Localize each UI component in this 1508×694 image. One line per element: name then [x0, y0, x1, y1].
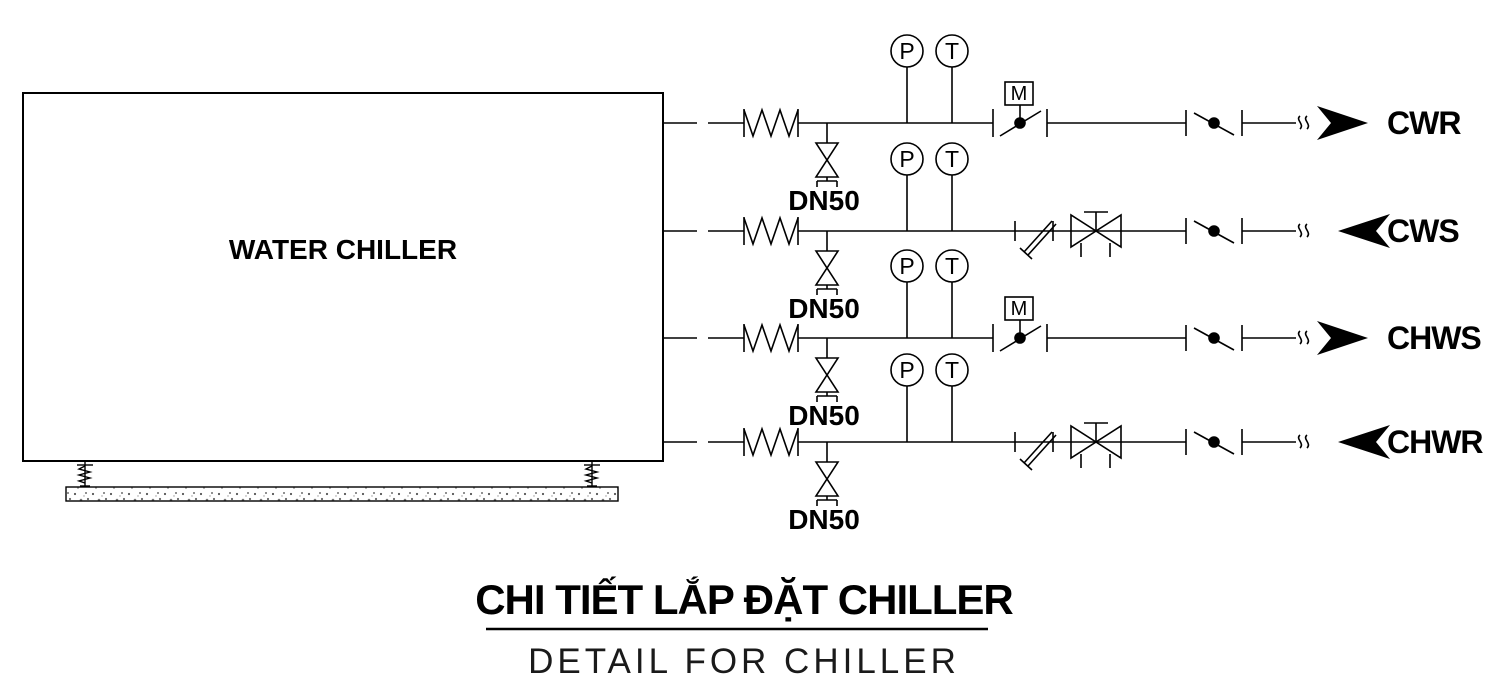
pipe-break-icon — [1297, 223, 1310, 238]
foundation — [65, 461, 619, 502]
pipe-line-chws — [663, 249, 1368, 402]
flow-arrow-icon — [1338, 425, 1390, 459]
motor-actuator-label: M — [1010, 298, 1028, 320]
pressure-gauge-label: P — [899, 357, 915, 383]
pipe-break-icon — [1297, 434, 1310, 449]
pressure-gauge-label: P — [899, 38, 915, 64]
drain-valve-icon — [814, 338, 840, 402]
flexible-connector-icon — [743, 322, 799, 354]
pipe-break-icon — [1297, 330, 1310, 345]
pressure-gauge-icon — [890, 142, 924, 231]
pipe-line-cws — [663, 142, 1390, 295]
pipe-label-chwr: CHWR — [1387, 424, 1484, 460]
gate-valve-icon — [1070, 211, 1122, 257]
gate-valve-icon — [1070, 422, 1122, 468]
pressure-gauge-label: P — [899, 253, 915, 279]
butterfly-valve-icon — [1185, 110, 1243, 136]
drawing-title: CHI TIẾT LẮP ĐẶT CHILLER — [475, 576, 1014, 623]
pipe-label-cwr: CWR — [1387, 105, 1461, 141]
drain-size-label: DN50 — [788, 504, 860, 535]
flexible-connector-icon — [743, 215, 799, 247]
temperature-gauge-icon — [935, 34, 969, 123]
pressure-gauge-icon — [890, 249, 924, 338]
pipe-label-cws: CWS — [1387, 213, 1460, 249]
check-valve-icon — [1014, 431, 1057, 471]
drain-valve-icon — [814, 231, 840, 295]
equipment-label: WATER CHILLER — [228, 234, 458, 265]
temperature-gauge-icon — [935, 353, 969, 442]
motor-actuator-label: M — [1010, 83, 1028, 105]
motorized-valve-icon — [992, 296, 1048, 352]
temperature-gauge-icon — [935, 142, 969, 231]
pipe-line-chwr — [663, 353, 1390, 506]
temperature-gauge-label: T — [944, 146, 960, 172]
drain-valve-icon — [814, 442, 840, 506]
spring-isolator-icon — [76, 461, 93, 487]
check-valve-icon — [1014, 220, 1057, 260]
temperature-gauge-label: T — [944, 357, 960, 383]
flow-arrow-icon — [1338, 214, 1390, 248]
temperature-gauge-label: T — [944, 253, 960, 279]
spring-isolator-icon — [583, 461, 600, 487]
drawing-subtitle: DETAIL FOR CHILLER — [528, 642, 960, 681]
drain-size-label: DN50 — [788, 293, 860, 324]
pressure-gauge-label: P — [899, 146, 915, 172]
pipe-label-chws: CHWS — [1387, 320, 1482, 356]
motorized-valve-icon — [992, 81, 1048, 137]
drain-size-label: DN50 — [788, 400, 860, 431]
pressure-gauge-icon — [890, 353, 924, 442]
drain-valve-icon — [814, 123, 840, 187]
concrete-pad — [65, 486, 619, 502]
flexible-connector-icon — [743, 107, 799, 139]
flow-arrow-icon — [1317, 106, 1368, 140]
pipe-break-icon — [1297, 115, 1310, 130]
chiller-body — [22, 92, 664, 462]
temperature-gauge-icon — [935, 249, 969, 338]
butterfly-valve-icon — [1185, 429, 1243, 455]
drain-size-label: DN50 — [788, 185, 860, 216]
temperature-gauge-label: T — [944, 38, 960, 64]
butterfly-valve-icon — [1185, 325, 1243, 351]
pressure-gauge-icon — [890, 34, 924, 123]
pipe-line-cwr — [663, 34, 1368, 187]
flow-arrow-icon — [1317, 321, 1368, 355]
flexible-connector-icon — [743, 426, 799, 458]
butterfly-valve-icon — [1185, 218, 1243, 244]
